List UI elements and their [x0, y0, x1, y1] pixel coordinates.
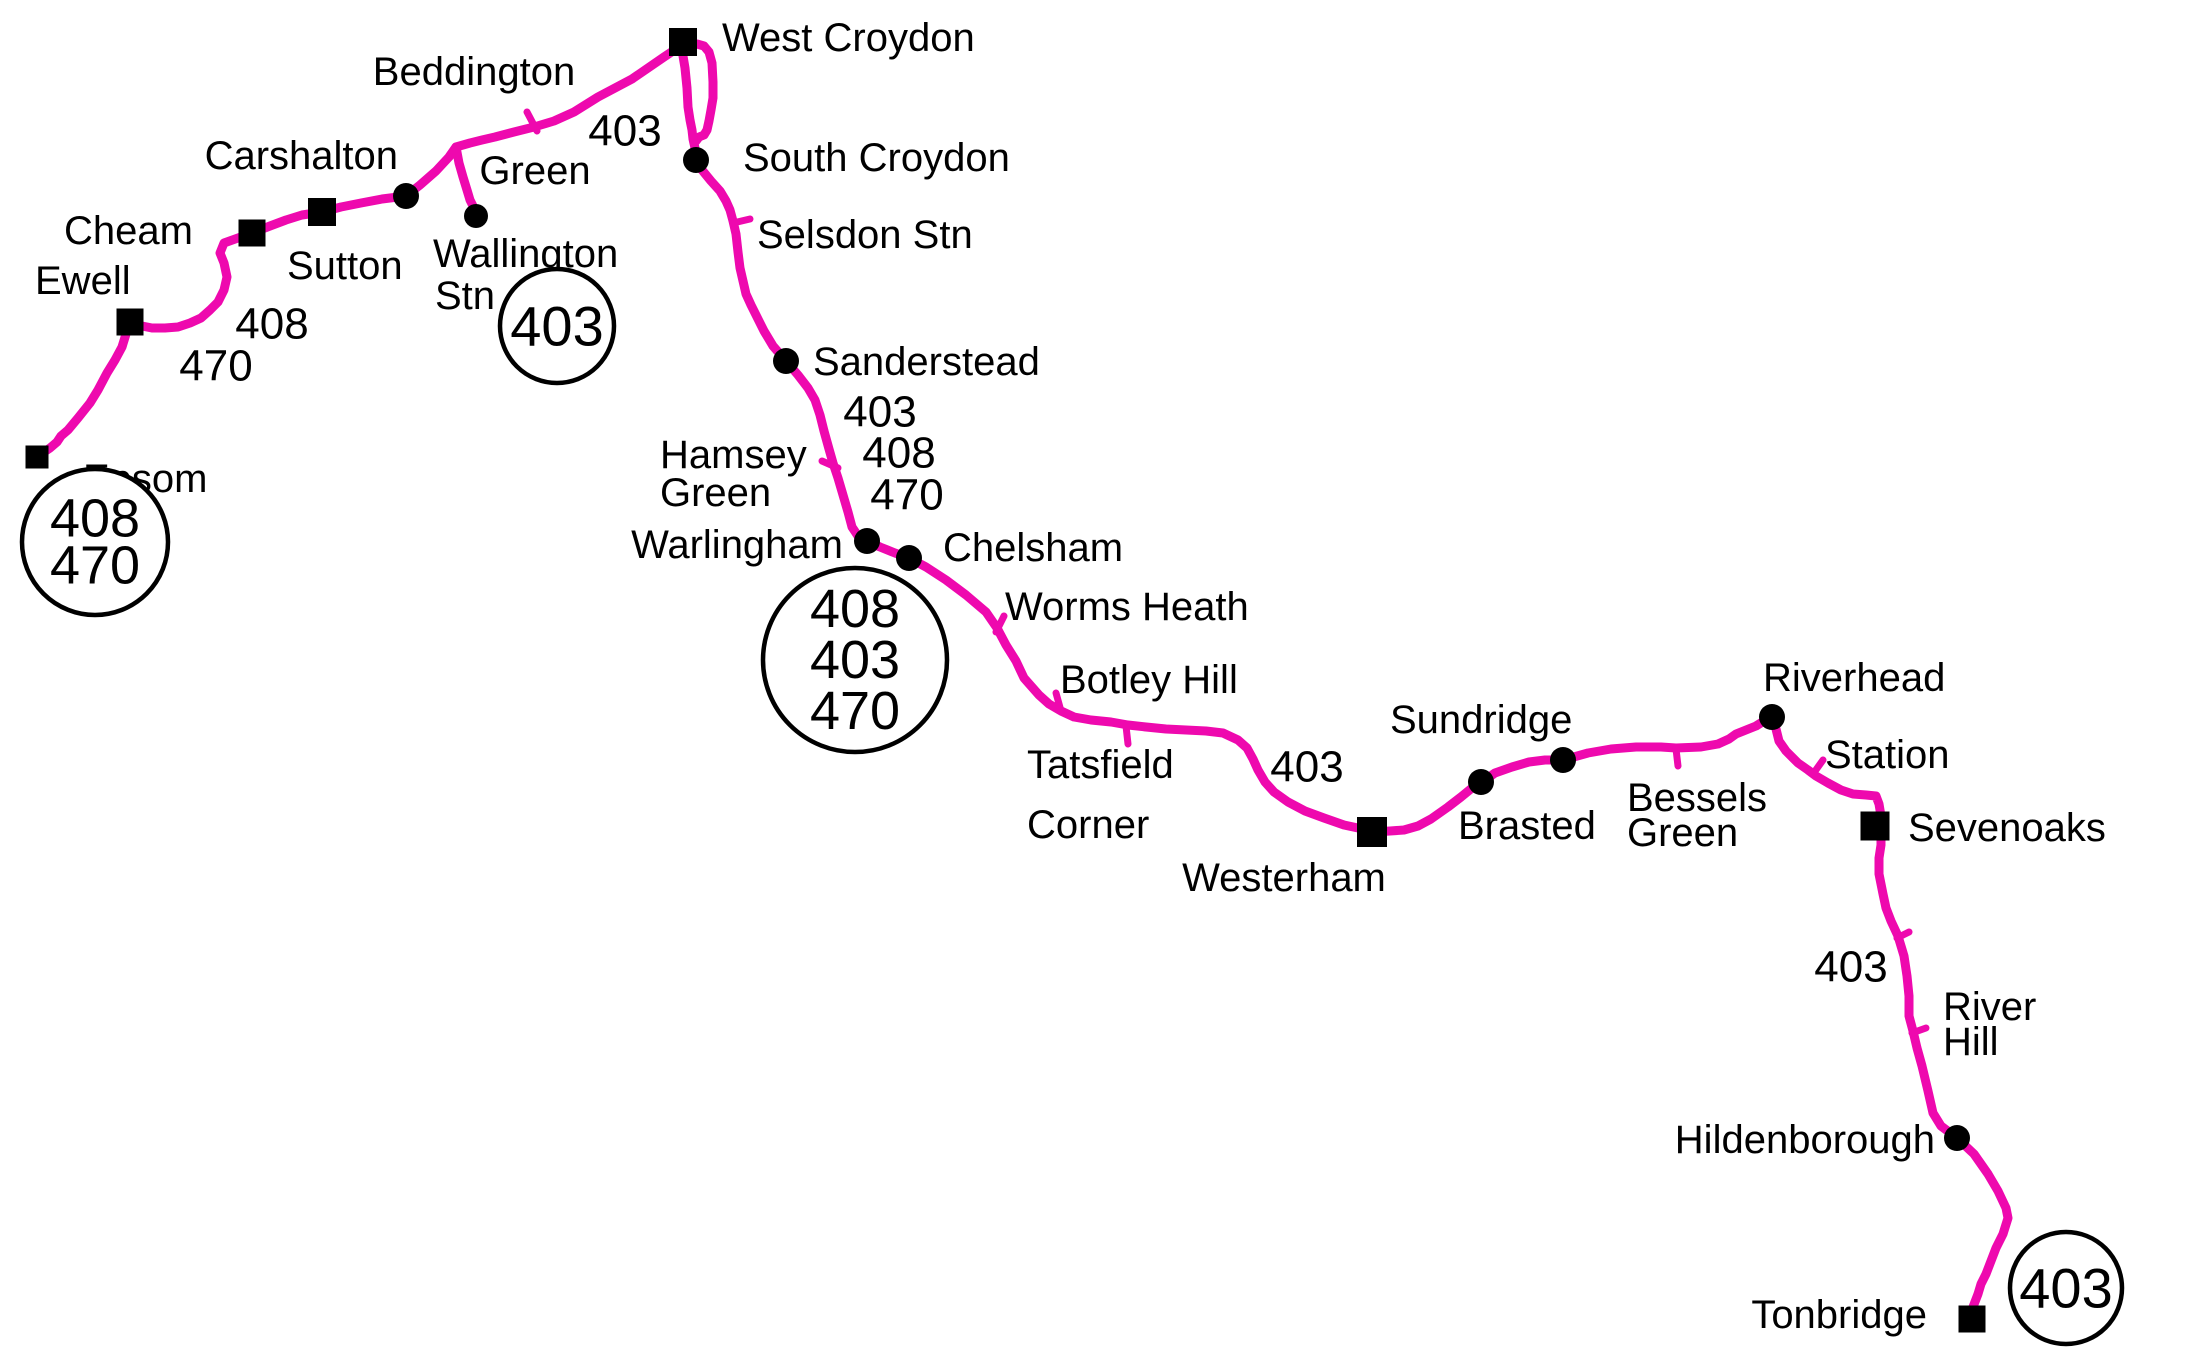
stop-tick-bessels-green: [1672, 745, 1682, 770]
map-label-south-croydon: South Croydon: [743, 136, 1010, 180]
map-label-sutton: Sutton: [287, 244, 403, 288]
station-marker-carshalton: [393, 183, 419, 209]
map-label-beddington: Beddington: [373, 50, 575, 94]
map-label-sanderstead-408: 408: [862, 429, 935, 478]
station-marker-warlingham: [854, 528, 880, 554]
route-badge-circle-warlingham-routes: [760, 565, 950, 755]
map-label-wallington: Wallington: [433, 232, 618, 276]
map-label-ewell-470: 470: [179, 342, 252, 391]
map-label-sundridge: Sundridge: [1390, 698, 1572, 742]
map-label-riverhead: Riverhead: [1763, 656, 1945, 700]
map-label-worms-heath: Worms Heath: [1005, 585, 1249, 629]
station-marker-hildenborough: [1944, 1125, 1970, 1151]
stop-tick-tatsfield-corner: [1122, 722, 1132, 748]
map-label-bessels-line2: Green: [1627, 811, 1738, 855]
route-badge-circle-epsom-routes: [19, 466, 171, 618]
map-label-river-hill-line2: Hill: [1943, 1020, 1999, 1064]
map-label-selsdon-stn: Selsdon Stn: [757, 213, 973, 257]
map-label-croydon-403: 403: [588, 107, 661, 156]
stop-tick-botley-hill: [1052, 689, 1065, 715]
map-label-carshalton: Carshalton: [205, 134, 398, 178]
stop-tick-beddington: [523, 108, 541, 135]
station-marker-west-croydon: [669, 28, 697, 56]
map-label-tonbridge: Tonbridge: [1751, 1293, 1927, 1337]
map-label-sevenoaks: Sevenoaks: [1908, 806, 2106, 850]
station-marker-riverhead: [1759, 704, 1785, 730]
route-badge-circle-wallington-route: [497, 266, 617, 386]
map-label-river-hill-403: 403: [1814, 943, 1887, 992]
station-marker-sanderstead: [773, 348, 799, 374]
map-label-wallington-stn: Stn: [435, 274, 495, 318]
map-label-river-hill-line1: River: [1943, 985, 2036, 1029]
stop-tick-worms-heath: [992, 612, 1008, 636]
map-label-west-croydon: West Croydon: [722, 16, 975, 60]
stop-tick-river-hill-north: [1893, 928, 1913, 942]
route-badge-number-epsom-routes-470: 470: [50, 536, 140, 596]
map-label-sanderstead-470: 470: [870, 471, 943, 520]
route-badge-circle-tonbridge-route: [2007, 1229, 2125, 1347]
map-label-hamsey-green-line2: Green: [660, 471, 771, 515]
station-marker-wallington-stn: [464, 204, 488, 228]
stop-tick-selsdon-stn: [729, 215, 754, 227]
map-label-bessels-line1: Bessels: [1627, 776, 1767, 820]
map-label-brasted: Brasted: [1458, 804, 1596, 848]
station-marker-westerham: [1357, 817, 1387, 847]
route-badge-number-tonbridge-route-403: 403: [2019, 1257, 2112, 1320]
station-marker-epsom: [25, 445, 49, 469]
map-label-botley-hill: Botley Hill: [1060, 658, 1238, 702]
station-marker-sutton: [308, 198, 336, 226]
map-label-warlingham: Warlingham: [631, 523, 843, 567]
station-marker-ewell: [116, 308, 144, 336]
map-label-beddington-green: Green: [479, 149, 590, 193]
station-marker-cheam: [238, 219, 266, 247]
map-label-sevenoaks-station: Station: [1825, 733, 1950, 777]
map-label-ewell-408: 408: [235, 300, 308, 349]
station-marker-brasted: [1468, 769, 1494, 795]
station-marker-tonbridge: [1958, 1305, 1986, 1333]
route-badge-number-warlingham-routes-408: 408: [810, 579, 900, 639]
station-marker-sevenoaks: [1860, 811, 1890, 841]
route-badge-number-wallington-route-403: 403: [510, 295, 603, 358]
map-label-tatsfield-line2: Corner: [1027, 803, 1149, 847]
stop-tick-sevenoaks-station: [1809, 756, 1827, 778]
map-label-sanderstead-403: 403: [843, 388, 916, 437]
route-badge-number-epsom-routes-408: 408: [50, 489, 140, 549]
map-label-hildenborough: Hildenborough: [1675, 1118, 1935, 1162]
map-label-sanderstead: Sanderstead: [813, 340, 1040, 384]
route-badge-number-warlingham-routes-403: 403: [810, 630, 900, 690]
map-label-cheam: Cheam: [64, 209, 193, 253]
map-label-westerham: Westerham: [1182, 856, 1386, 900]
station-marker-south-croydon: [683, 147, 709, 173]
map-label-chelsham: Chelsham: [943, 526, 1123, 570]
map-label-hamsey-green-line1: Hamsey: [660, 433, 807, 477]
route-badge-number-warlingham-routes-470: 470: [810, 681, 900, 741]
map-label-ewell: Ewell: [35, 259, 131, 303]
station-marker-chelsham: [896, 545, 922, 571]
map-label-tatsfield-403: 403: [1270, 743, 1343, 792]
route-line-west-croydon-loop: [691, 39, 718, 146]
station-marker-sundridge: [1550, 747, 1576, 773]
stop-tick-hamsey-green: [818, 457, 842, 472]
route-line-epsom-to-west-croydon: [32, 38, 688, 462]
stop-tick-river-hill: [1908, 1024, 1930, 1037]
map-label-tatsfield-line1: Tatsfield: [1027, 743, 1174, 787]
